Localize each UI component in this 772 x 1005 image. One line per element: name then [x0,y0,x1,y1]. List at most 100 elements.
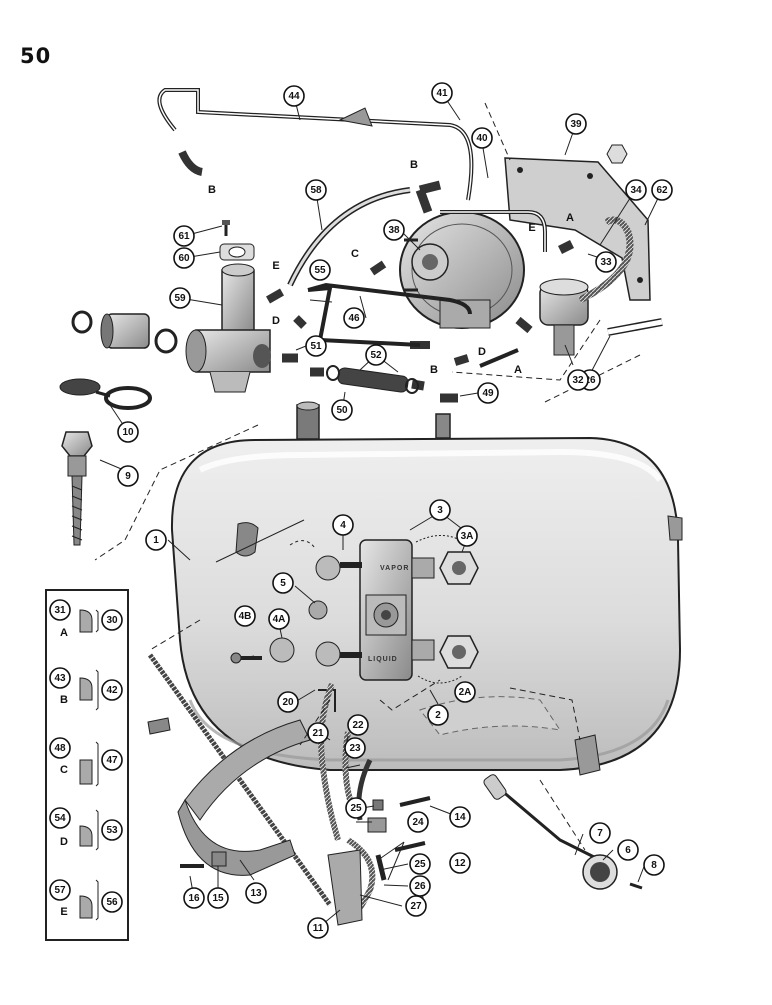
part-13-strap [177,798,296,876]
callout-38-vaporizer: 38 [383,219,405,241]
callout-number: 4 [340,520,346,531]
callout-16-bolt: 16 [183,887,205,909]
callout-circle [207,887,229,909]
fitting-letter-c: C [351,248,359,260]
callout-31-fitting: 31 [49,599,71,621]
callout-9-filler-valve: 9 [117,465,139,487]
callout-number: 55 [314,265,326,276]
callout-number: 9 [125,471,131,482]
callout-number: 6 [625,845,631,856]
fitting-letter-b: B [430,364,438,376]
legend-row-a [79,609,99,633]
callout-circle [169,287,191,309]
callout-number: 62 [656,185,668,196]
callout-50-hose: 50 [331,399,353,421]
elbow-fittings [178,150,575,403]
callout-number: 49 [482,388,494,399]
callout-circle [277,691,299,713]
callout-21-hose: 21 [307,722,329,744]
callout-circle [49,599,71,621]
part-14-bolt [399,796,431,807]
callout-4B-gauge-screw: 4B [234,605,256,627]
fitting-letter-a: A [514,364,522,376]
callout-number: 38 [388,225,400,236]
callout-circle [305,335,327,357]
callout-number: 53 [106,825,118,836]
callout-circle [456,525,478,547]
callout-47-elbow-assembly: 47 [101,749,123,771]
hose-34 [578,216,634,304]
callout-61-screw: 61 [173,225,195,247]
callout-number: 11 [313,923,324,934]
fitting-letter-d: D [60,836,68,848]
callout-number: 61 [178,231,190,242]
gauge-and-plug-parts [230,600,431,923]
legend-row-b [79,669,99,711]
callout-circle [309,259,331,281]
callout-circle [305,179,327,201]
callout-60-gasket: 60 [173,247,195,269]
callout-number: 30 [106,615,118,626]
callout-circle [471,127,493,149]
callout-circle [477,382,499,404]
callout-number: 52 [370,350,382,361]
callout-62-nut: 62 [651,179,673,201]
callout-circle [407,811,429,833]
vaporizer-regulator [399,211,525,329]
callout-circle [49,879,71,901]
liquid-service-valve-handwheel [315,641,341,667]
callout-number: 25 [414,859,426,870]
fuel-gauge-assembly [483,774,643,890]
vapor-stamp: VAPOR [380,565,409,572]
part-5-plug [308,600,328,620]
callout-number: 20 [282,697,294,708]
callout-circle [307,722,329,744]
callout-54-fitting: 54 [49,807,71,829]
callout-49-tee: 49 [477,382,499,404]
callout-circle [454,681,476,703]
callout-circle [101,819,123,841]
callout-14-bolt: 14 [449,806,471,828]
fitting-letter-c: C [60,764,68,776]
legend-row-d [79,809,99,851]
callout-11-mounting-bracket: 11 [307,917,329,939]
callout-number: 21 [312,728,324,739]
callout-15-nut: 15 [207,887,229,909]
fitting-letter-e: E [60,906,67,918]
callout-number: 46 [348,313,360,324]
callout-number: 43 [54,673,66,684]
callout-circle [101,891,123,913]
callout-circle [383,219,405,241]
callout-number: 7 [597,828,603,839]
callout-56-elbow-assembly: 56 [101,891,123,913]
callout-30-elbow-assembly: 30 [101,609,123,631]
callout-circle [345,797,367,819]
callout-circle [49,807,71,829]
callout-33-fitting: 33 [595,251,617,273]
callout-42-elbow-assembly: 42 [101,679,123,701]
callout-number: 40 [476,133,488,144]
fitting-letter-b: B [60,694,68,706]
fitting-letter-a: A [60,627,68,639]
callout-circle [427,704,449,726]
callout-number: 59 [174,293,186,304]
callout-number: 10 [122,427,134,438]
callout-number: 3A [461,531,474,542]
fitting-letter-d: D [478,346,486,358]
lp-fuel-tank [170,401,683,776]
callout-number: 15 [212,893,224,904]
callout-circle [245,882,267,904]
callout-3A-vapor-cap: 3A [456,525,478,547]
callout-43-fitting: 43 [49,667,71,689]
callout-number: 42 [106,685,118,696]
liquid-stamp: LIQUID [368,656,398,663]
callout-circle [117,421,139,443]
part-15-nut [211,851,227,867]
callout-circle [343,307,365,329]
callout-40-bolt: 40 [471,127,493,149]
callout-number: 44 [288,91,300,102]
vapor-liquid-valve-block: VAPOR LIQUID [289,535,479,684]
callout-number: 33 [600,257,612,268]
callout-circle [347,714,369,736]
